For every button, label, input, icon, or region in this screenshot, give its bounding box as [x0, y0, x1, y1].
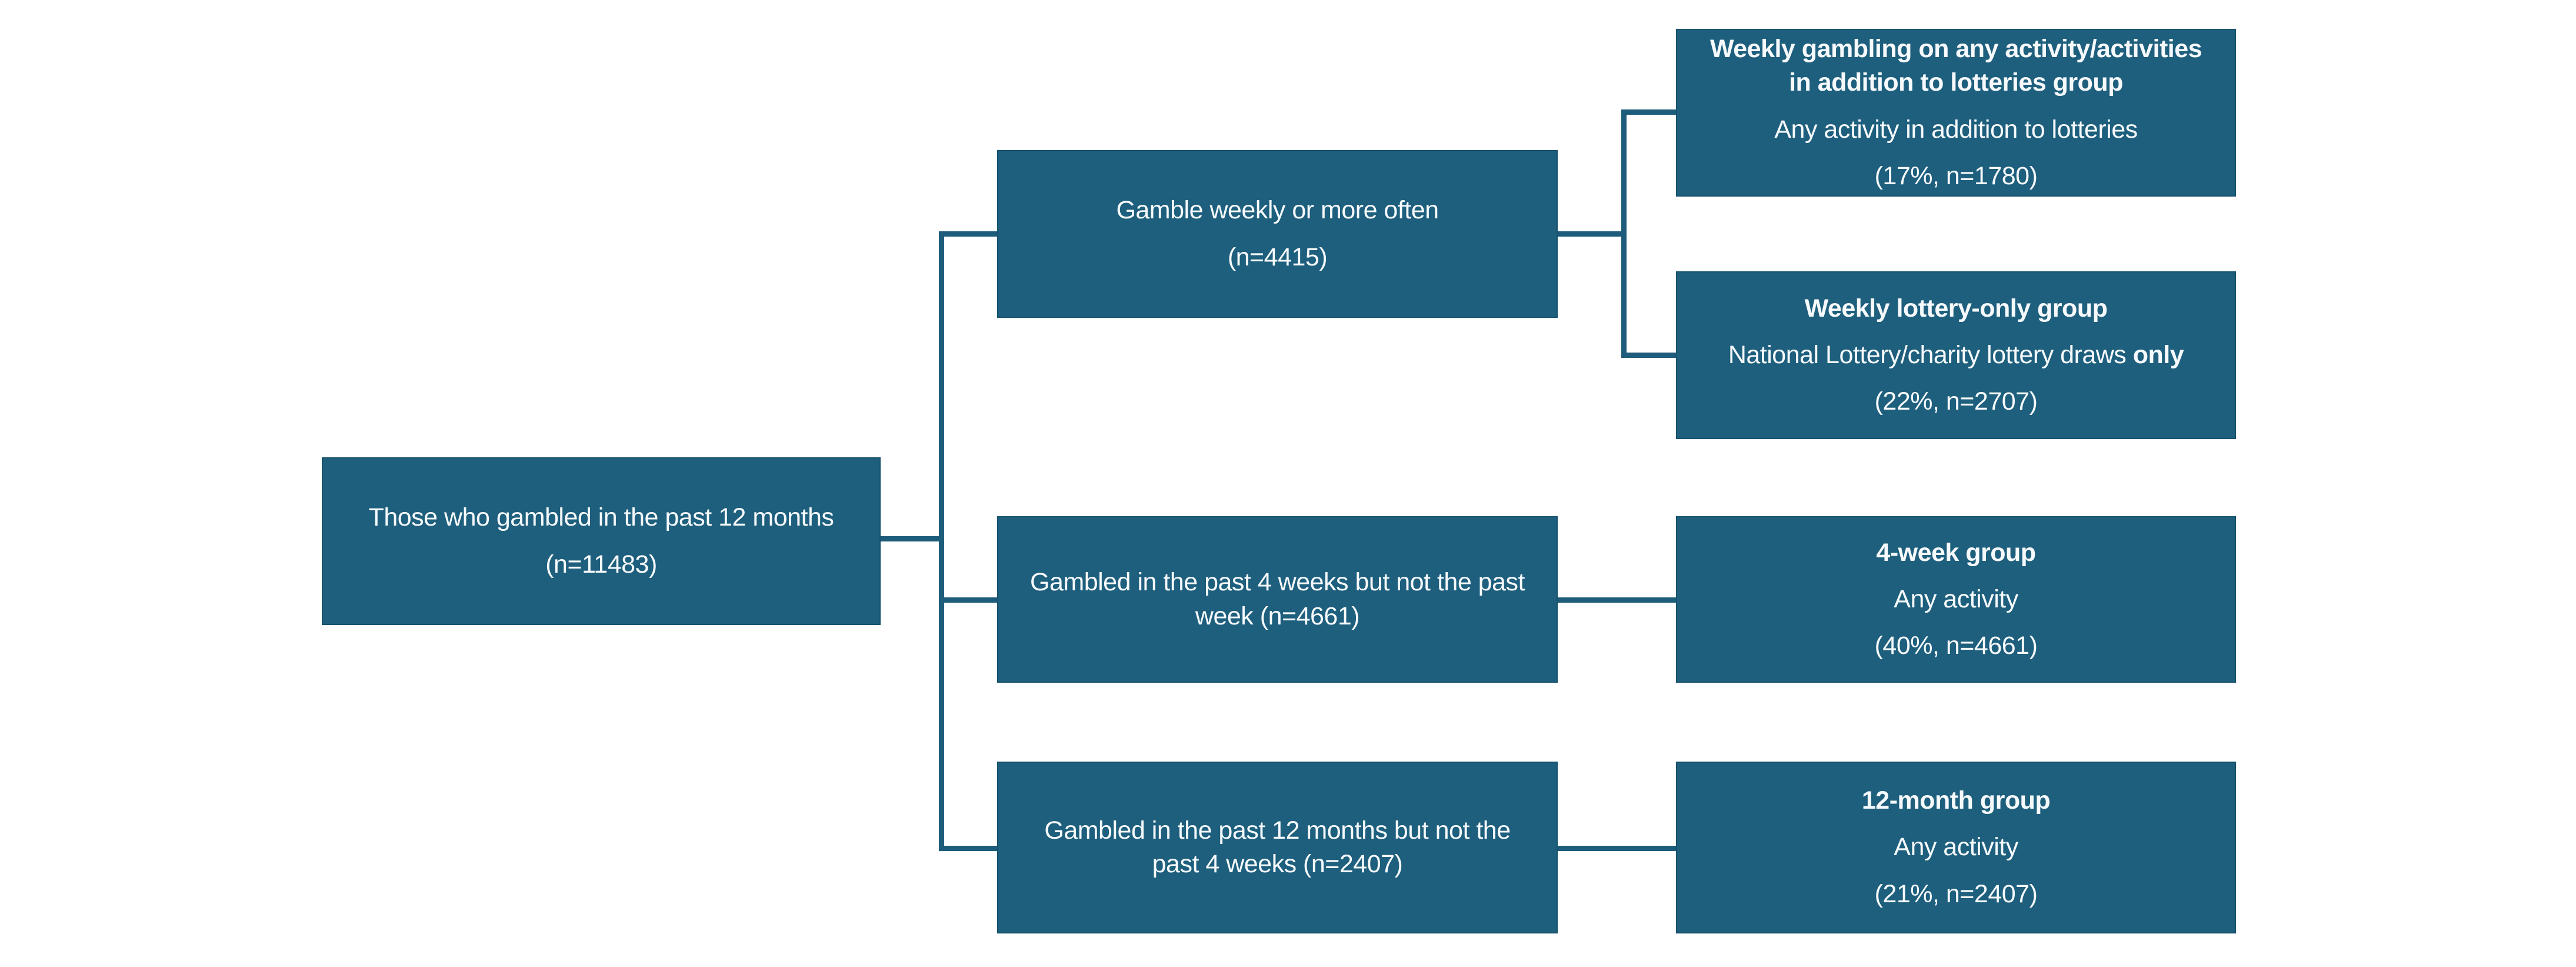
- connector-weekly-to-right-spine: [1558, 231, 1624, 237]
- text-segment: (17%, n=1780): [1874, 161, 2038, 190]
- text-segment: Those who gambled in the past 12 months: [368, 503, 834, 532]
- flow-box-root-12-months-line-1: (n=11483): [545, 551, 657, 578]
- flow-box-weekly-any-activity-group-line-1: in addition to lotteries group: [1789, 69, 2123, 96]
- flow-box-twelve-month-group-line-0: 12-month group: [1861, 786, 2051, 815]
- flow-box-gambled-past-4-weeks-line-0: Gambled in the past 4 weeks but not the …: [1030, 569, 1525, 596]
- connector-spine-to-any-activity: [1621, 109, 1676, 115]
- text-segment: past 4 weeks (n=2407): [1152, 850, 1403, 878]
- flow-box-gamble-weekly: Gamble weekly or more often (n=4415): [997, 150, 1558, 318]
- text-segment: Gambled in the past 12 months but not th…: [1044, 816, 1511, 845]
- text-segment: (22%, n=2707): [1874, 387, 2038, 416]
- text-segment: Gamble weekly or more often: [1116, 196, 1439, 225]
- connector-spine-to-12-months: [939, 846, 997, 851]
- flow-box-weekly-any-activity-group-line-2: Any activity in addition to lotteries: [1774, 115, 2138, 144]
- flow-box-gambled-past-12-months-line-0: Gambled in the past 12 months but not th…: [1044, 816, 1511, 845]
- flow-box-weekly-lottery-only-group-line-2: (22%, n=2707): [1875, 388, 2038, 415]
- flow-box-gamble-weekly-line-1: (n=4415): [1227, 242, 1328, 271]
- connector-spine-to-weekly: [939, 231, 997, 237]
- flow-box-gambled-past-12-months-line-1: past 4 weeks (n=2407): [1152, 850, 1403, 878]
- flow-box-weekly-lottery-only-group-line-0: Weekly lottery-only group: [1805, 295, 2108, 322]
- text-segment: Weekly gambling on any activity/activiti…: [1709, 35, 2202, 64]
- text-segment: 4-week group: [1876, 538, 2036, 567]
- text-segment: Any activity: [1894, 833, 2018, 862]
- connector-right-spine: [1621, 109, 1627, 358]
- flow-box-weekly-any-activity-group-line-0: Weekly gambling on any activity/activiti…: [1710, 36, 2202, 62]
- text-segment: 12-month group: [1861, 786, 2051, 815]
- text-segment: Weekly lottery-only group: [1804, 294, 2108, 323]
- connector-4-weeks-to-4-week-group: [1558, 597, 1676, 603]
- flow-box-twelve-month-group-line-1: Any activity: [1894, 834, 2018, 860]
- flow-box-gambled-past-4-weeks-line-1: week (n=4661): [1195, 602, 1360, 630]
- flow-box-weekly-lottery-only-group-line-1: National Lottery/charity lottery draws o…: [1728, 340, 2184, 369]
- flow-box-gambled-past-12-months: Gambled in the past 12 months but not th…: [997, 762, 1558, 933]
- connector-left-spine: [939, 231, 944, 851]
- text-segment: Any activity: [1894, 584, 2018, 613]
- text-segment: (n=11483): [545, 550, 657, 579]
- text-segment: (40%, n=4661): [1874, 632, 2038, 660]
- connector-spine-to-lottery-only: [1621, 353, 1676, 358]
- flow-box-twelve-month-group-line-2: (21%, n=2407): [1874, 879, 2038, 908]
- text-segment: week (n=4661): [1195, 602, 1360, 630]
- flow-box-weekly-any-activity-group: Weekly gambling on any activity/activiti…: [1676, 29, 2236, 197]
- text-segment: in addition to lotteries group: [1789, 68, 2123, 97]
- flow-box-root-12-months: Those who gambled in the past 12 months (…: [322, 457, 881, 625]
- text-segment: Gambled in the past 4 weeks but not the …: [1030, 568, 1525, 597]
- text-segment: Any activity in addition to lotteries: [1774, 115, 2138, 144]
- connector-root-to-spine: [881, 536, 942, 541]
- text-segment: National Lottery/charity lottery draws: [1728, 340, 2133, 369]
- flow-box-root-12-months-line-0: Those who gambled in the past 12 months: [369, 504, 834, 531]
- text-segment: (21%, n=2407): [1874, 879, 2038, 908]
- flow-box-weekly-any-activity-group-line-3: (17%, n=1780): [1874, 161, 2038, 190]
- flow-box-four-week-group-line-0: 4-week group: [1876, 538, 2036, 567]
- text-segment: only: [2132, 340, 2184, 369]
- flow-box-gambled-past-4-weeks: Gambled in the past 4 weeks but not the …: [997, 516, 1558, 683]
- text-segment: (n=4415): [1227, 242, 1328, 271]
- connector-12-months-to-12-month-group: [1558, 846, 1676, 851]
- flow-box-gamble-weekly-line-0: Gamble weekly or more often: [1116, 196, 1439, 225]
- flow-box-four-week-group-line-1: Any activity: [1894, 586, 2018, 613]
- flow-box-four-week-group-line-2: (40%, n=4661): [1874, 632, 2038, 660]
- connector-spine-to-4-weeks: [939, 597, 997, 603]
